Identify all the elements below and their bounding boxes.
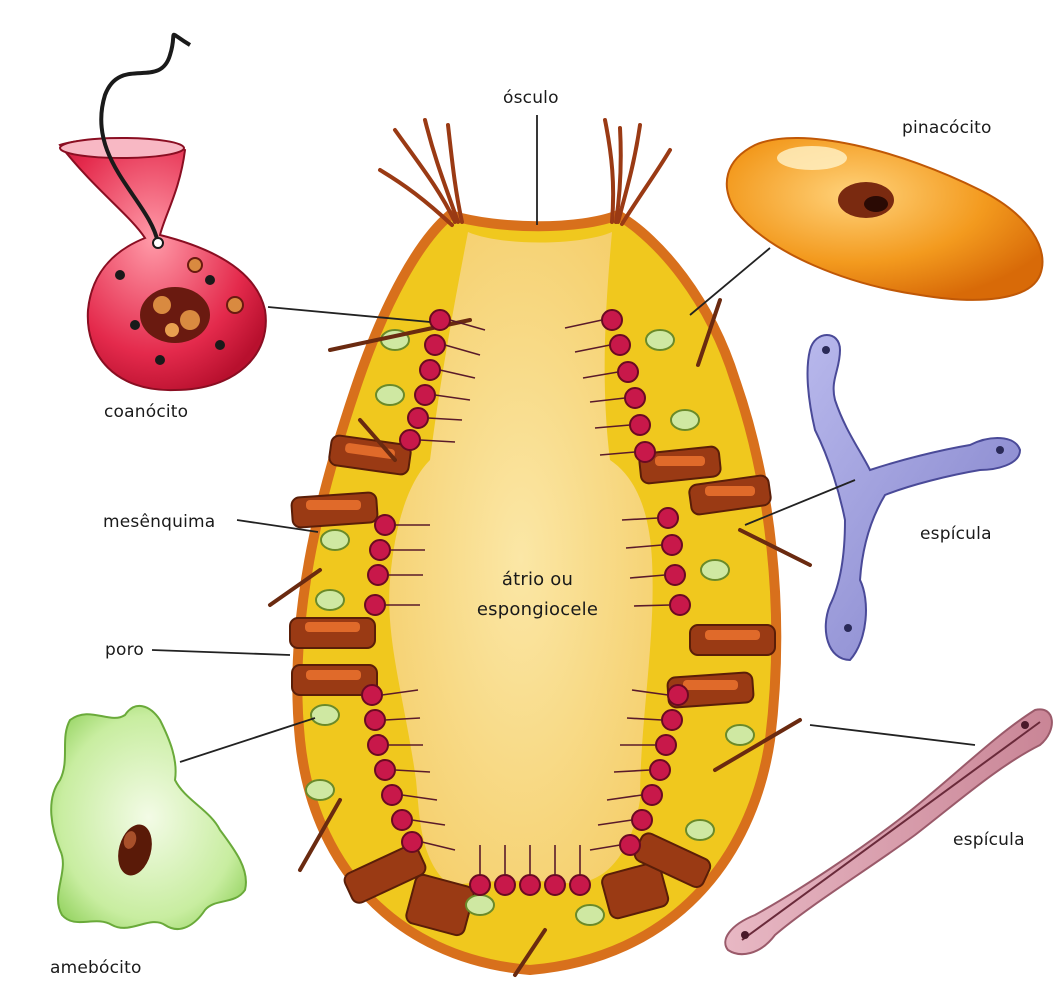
label-atrio: átrio ou espongiocele bbox=[465, 565, 610, 625]
leader-poro bbox=[152, 650, 290, 655]
leader-espicula-monaxon bbox=[810, 725, 975, 745]
pinacocyte-illustration bbox=[727, 138, 1043, 300]
triaxon-spicule-illustration bbox=[808, 335, 1020, 660]
label-osculo: ósculo bbox=[503, 88, 559, 108]
label-amebocito: amebócito bbox=[50, 958, 142, 978]
label-atrio-line1: átrio ou bbox=[465, 565, 610, 595]
leader-pinacocito bbox=[690, 248, 770, 315]
label-poro: poro bbox=[105, 640, 144, 660]
label-espicula-triaxon: espícula bbox=[920, 524, 992, 544]
label-atrio-line2: espongiocele bbox=[465, 595, 610, 625]
leader-amebocito bbox=[180, 718, 315, 762]
label-mesenquima: mesênquima bbox=[103, 512, 215, 532]
choanocyte-illustration bbox=[60, 35, 266, 390]
label-pinacocito: pinacócito bbox=[902, 118, 992, 138]
label-coanocito: coanócito bbox=[104, 402, 188, 422]
label-espicula-monaxon: espícula bbox=[953, 830, 1025, 850]
osculum-tufts bbox=[380, 120, 670, 225]
amebocyte-illustration bbox=[51, 706, 246, 929]
